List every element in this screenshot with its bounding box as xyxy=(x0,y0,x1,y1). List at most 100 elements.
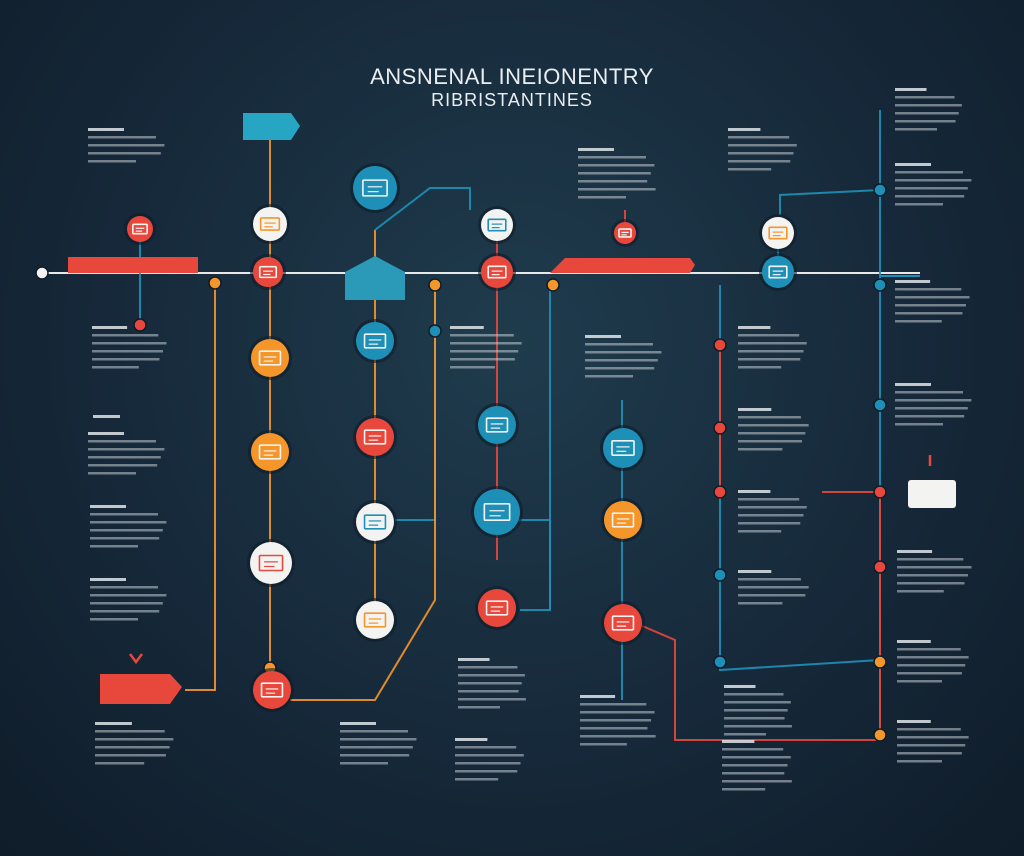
text-line-bar xyxy=(450,334,514,337)
junction-dot xyxy=(713,655,727,669)
text-block-6 xyxy=(578,148,656,199)
text-line-bar xyxy=(895,96,955,99)
text-line-bar xyxy=(738,514,804,517)
text-line-bar xyxy=(88,456,161,459)
diagram-subtitle: RIBRISTANTINES xyxy=(431,90,593,110)
connector-orange-2 xyxy=(185,283,216,691)
text-line-bar xyxy=(728,168,772,171)
junction-dot xyxy=(713,421,727,435)
text-line-bar xyxy=(90,610,160,613)
text-line-bar xyxy=(897,574,968,577)
text-line-bar xyxy=(724,709,788,712)
connector-teal-3 xyxy=(395,285,436,521)
text-block-4 xyxy=(90,578,167,621)
text-line-bar xyxy=(455,778,499,781)
text-block-19 xyxy=(897,640,969,683)
node-red-bottom xyxy=(253,671,291,709)
node-white-4 xyxy=(356,601,394,639)
text-line-bar xyxy=(895,423,943,426)
node-small-red-2 xyxy=(614,222,636,244)
text-line-bar xyxy=(92,350,163,353)
text-line-bar xyxy=(895,112,959,115)
card-icon xyxy=(908,480,956,508)
text-heading-bar xyxy=(897,720,931,723)
text-line-bar xyxy=(580,703,647,706)
text-heading-bar xyxy=(722,740,755,743)
text-line-bar xyxy=(90,586,158,589)
junction-dot xyxy=(428,278,442,292)
text-line-bar xyxy=(585,375,633,378)
text-line-bar xyxy=(897,744,966,747)
text-line-bar xyxy=(897,582,965,585)
text-line-bar xyxy=(722,748,784,751)
text-line-bar xyxy=(722,780,792,783)
text-line-bar xyxy=(897,656,969,659)
node-teal-4 xyxy=(474,489,520,535)
text-line-bar xyxy=(95,730,165,733)
text-line-bar xyxy=(340,754,410,757)
text-line-bar xyxy=(724,725,792,728)
text-heading-bar xyxy=(90,578,126,581)
text-line-bar xyxy=(738,416,801,419)
node-teal-top xyxy=(353,166,397,210)
text-line-bar xyxy=(895,296,970,299)
document-icon xyxy=(362,179,388,197)
text-line-bar xyxy=(90,537,160,540)
text-line-bar xyxy=(738,522,801,525)
text-line-bar xyxy=(580,719,651,722)
text-heading-bar xyxy=(88,128,124,131)
text-line-bar xyxy=(458,666,518,669)
node-red-4 xyxy=(478,589,516,627)
text-block-26 xyxy=(340,722,417,765)
text-line-bar xyxy=(897,736,969,739)
text-heading-bar xyxy=(895,88,927,91)
node-red-3 xyxy=(481,256,513,288)
node-white-5 xyxy=(481,209,513,241)
document-icon xyxy=(363,333,387,349)
text-line-bar xyxy=(738,358,801,361)
text-block-13 xyxy=(738,570,809,605)
envelope-icon xyxy=(345,256,405,300)
text-line-bar xyxy=(738,334,800,337)
text-line-bar xyxy=(90,545,138,548)
text-line-bar xyxy=(895,187,968,190)
text-heading-bar xyxy=(738,570,772,573)
text-line-bar xyxy=(88,448,165,451)
document-icon xyxy=(618,228,632,238)
text-line-bar xyxy=(738,498,800,501)
text-block-21 xyxy=(458,658,526,709)
document-icon xyxy=(611,440,635,456)
text-line-bar xyxy=(90,529,163,532)
text-heading-bar xyxy=(895,280,931,283)
text-block-11 xyxy=(738,408,809,451)
document-icon xyxy=(258,444,282,460)
text-line-bar xyxy=(738,448,783,451)
text-line-bar xyxy=(895,415,965,418)
text-line-bar xyxy=(578,188,656,191)
text-line-bar xyxy=(340,762,388,765)
start-dot xyxy=(35,266,49,280)
text-block-16 xyxy=(895,280,970,323)
node-small-red xyxy=(127,216,153,242)
junction-dot xyxy=(873,728,887,742)
text-line-bar xyxy=(585,343,653,346)
node-white-6 xyxy=(762,217,794,249)
text-line-bar xyxy=(728,144,797,147)
text-line-bar xyxy=(578,196,626,199)
node-orange-1 xyxy=(251,339,289,377)
document-icon xyxy=(363,514,387,530)
text-line-bar xyxy=(450,358,515,361)
text-line-bar xyxy=(455,770,518,773)
text-line-bar xyxy=(90,594,167,597)
document-icon xyxy=(132,223,148,235)
text-line-bar xyxy=(578,172,651,175)
text-line-bar xyxy=(895,391,963,394)
document-icon xyxy=(363,429,387,445)
bottom-left-ribbon xyxy=(100,674,182,704)
text-line-bar xyxy=(88,440,156,443)
text-line-bar xyxy=(90,602,163,605)
text-line-bar xyxy=(580,735,656,738)
junction-dot xyxy=(873,655,887,669)
text-heading-bar xyxy=(455,738,488,741)
text-line-bar xyxy=(724,693,784,696)
